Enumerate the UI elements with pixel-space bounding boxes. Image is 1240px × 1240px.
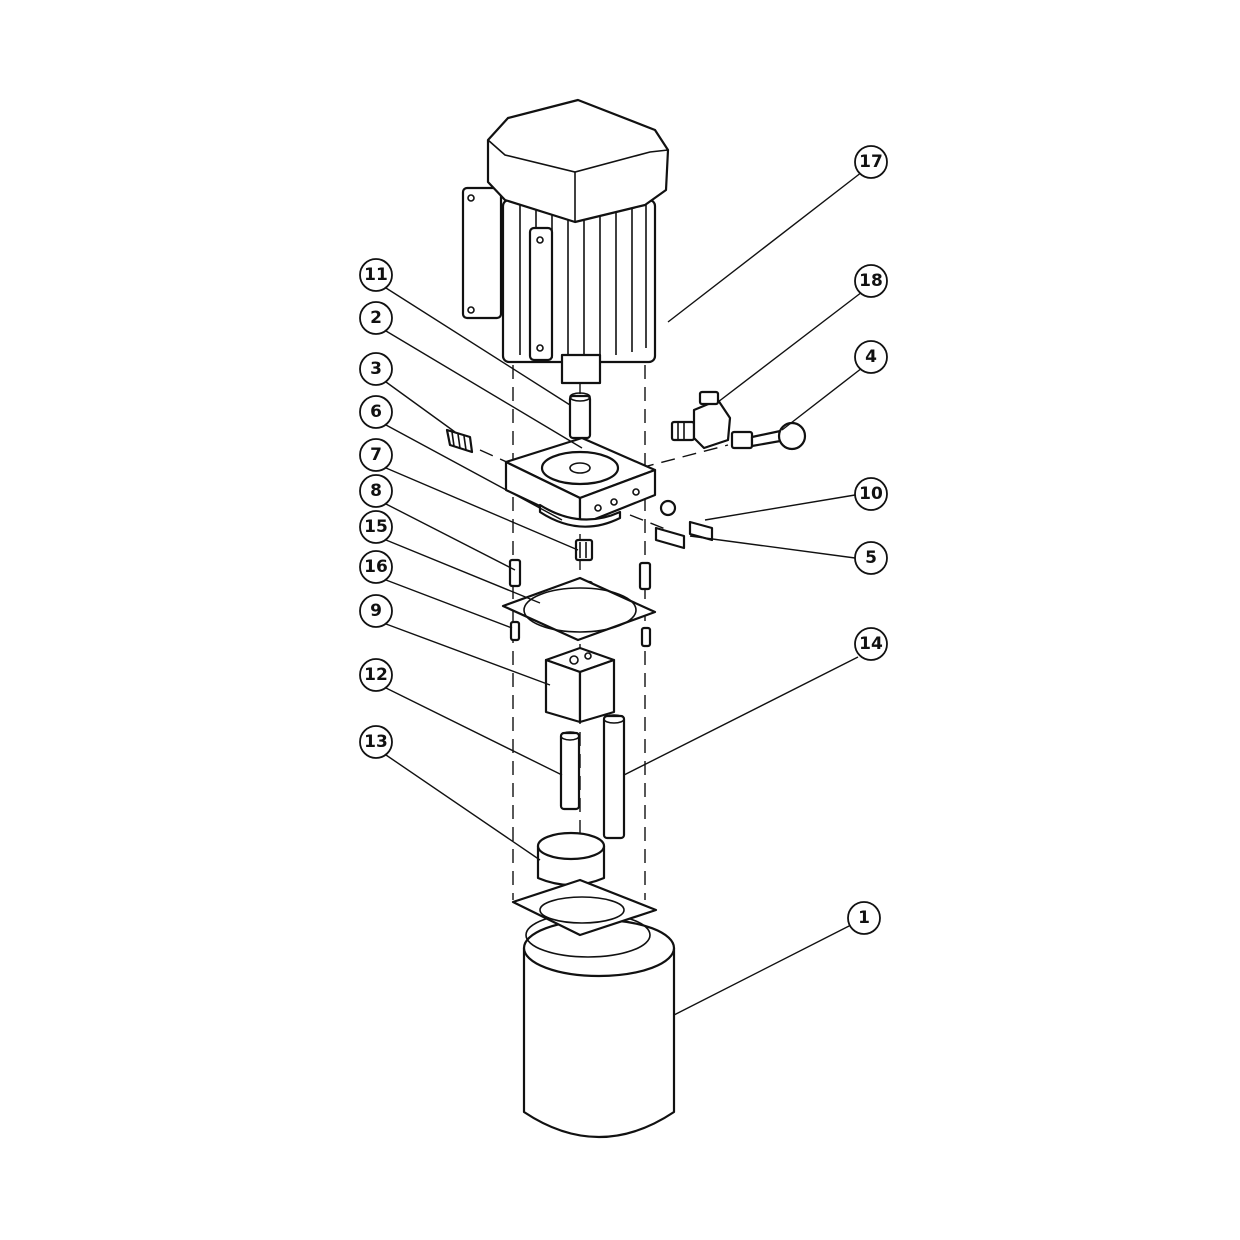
svg-text:17: 17 [859, 152, 883, 172]
svg-text:3: 3 [370, 359, 382, 379]
callout-17: 17 [854, 145, 888, 179]
svg-text:13: 13 [364, 732, 388, 752]
callout-15: 15 [359, 510, 393, 544]
callout-14: 14 [854, 627, 888, 661]
release-valve [670, 390, 732, 450]
svg-text:4: 4 [865, 347, 877, 367]
return-pipe [602, 714, 626, 840]
callout-18: 18 [854, 264, 888, 298]
gear-pump [544, 646, 616, 724]
callout-13: 13 [359, 725, 393, 759]
motor [461, 98, 670, 385]
suction-pipe [559, 731, 581, 811]
svg-text:15: 15 [364, 517, 388, 537]
svg-text:11: 11 [364, 265, 388, 285]
plug-fitting [445, 428, 474, 454]
callout-10: 10 [854, 477, 888, 511]
svg-text:5: 5 [865, 548, 877, 568]
svg-text:18: 18 [859, 271, 883, 291]
callouts: 17 11 18 2 4 3 6 10 7 5 8 15 16 9 14 12 … [359, 145, 888, 935]
svg-text:9: 9 [370, 601, 382, 621]
valve-handle [730, 421, 807, 451]
hose-fittings [654, 520, 714, 550]
callout-11: 11 [359, 258, 393, 292]
svg-text:6: 6 [370, 402, 382, 422]
callout-5: 5 [854, 541, 888, 575]
shaft-coupling [568, 392, 592, 440]
svg-text:16: 16 [364, 557, 388, 577]
gasket-screws [509, 620, 652, 648]
callout-2: 2 [359, 301, 393, 335]
callout-7: 7 [359, 438, 393, 472]
svg-text:1: 1 [858, 908, 870, 928]
seal-ring [659, 499, 677, 517]
gasket [501, 576, 657, 642]
callout-9: 9 [359, 594, 393, 628]
svg-text:2: 2 [370, 308, 382, 328]
oil-tank [511, 878, 676, 1139]
svg-text:10: 10 [859, 484, 883, 504]
svg-text:12: 12 [364, 665, 388, 685]
callout-12: 12 [359, 658, 393, 692]
svg-text:14: 14 [859, 634, 883, 654]
suction-filter [536, 831, 606, 887]
svg-text:7: 7 [370, 445, 382, 465]
leader-lines [385, 171, 863, 1016]
gear-coupling [574, 538, 594, 562]
callout-1: 1 [847, 901, 881, 935]
callout-16: 16 [359, 550, 393, 584]
callout-6: 6 [359, 395, 393, 429]
callout-8: 8 [359, 474, 393, 508]
callout-3: 3 [359, 352, 393, 386]
callout-4: 4 [854, 340, 888, 374]
pump-block [504, 436, 657, 528]
svg-text:8: 8 [370, 481, 382, 501]
